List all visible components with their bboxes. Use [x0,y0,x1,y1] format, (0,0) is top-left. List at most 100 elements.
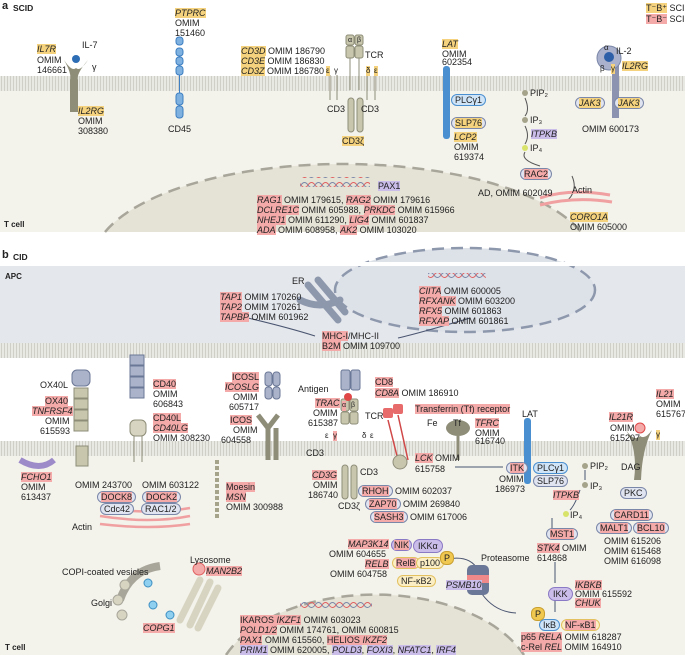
tf-label: Tf [453,418,461,428]
a-dna-icon [300,177,370,187]
b-apc-dna-icon [428,273,486,282]
rag1-gene: RAG1 [257,195,282,205]
b-nucleus-line-3: PAX1 OMIM 615560, HELIOS IKZF2 [240,635,387,645]
b-slp76-node: SLP76 [533,475,569,487]
icosl-icon [264,371,281,400]
itpkb-gene: ITPKB [531,129,558,139]
stk4-gene: STK4 [537,543,560,553]
ptprc-omim: OMIM [175,18,200,28]
cd3g-omim-number: 186740 [308,490,339,500]
apc-nucleus [333,246,597,334]
il2rg-gene-il2r: IL2RG [622,61,649,71]
panel-a-title: SCID [13,3,34,13]
malt1-omim: OMIM 615468 [604,546,662,556]
legend-label: SCID [669,14,685,24]
cd3e-line: CD3E OMIM 186830 [241,56,325,66]
nik-label: NIK [394,540,410,550]
plcg1-node: PLCγ1 [451,94,487,106]
prim1-gene: PRIM1 [240,645,268,655]
ak2-gene: AK2 [340,225,358,235]
b-dna-icon [300,600,372,610]
il2r-alpha: α [604,43,609,52]
ptprc-omim-number: 151460 [175,28,206,38]
icosl-label: ICOSL [232,372,260,382]
omim: OMIM 601863 [444,306,502,316]
b-ip4-label: IP₄ [570,510,583,520]
b-ip3-label: IP₃ [590,481,603,491]
cd40-icon [129,354,145,399]
er-icon [296,276,349,324]
b-lat-label: LAT [522,409,538,419]
mst1-label: MST1 [550,529,575,539]
rac2-omim: AD, OMIM 602049 [478,188,553,198]
il7r-gene: IL7R [37,44,57,54]
msn-omim: OMIM 300988 [226,502,284,512]
cd3-label: CD3 [360,467,379,477]
man2b2-gene: MAN2B2 [206,566,243,576]
bcl10-label: BCL10 [637,523,665,533]
phospho-icon: P [440,551,455,565]
zap70-node: ZAP70 [365,498,401,510]
rfxank-gene: RFXANK [419,296,456,306]
b-tcr-label: TCR [365,411,384,421]
antigen-icon [344,393,352,401]
ikbkb-omim: OMIM 615592 [575,589,633,599]
lysosome-icon [192,562,206,576]
rac2-label: RAC2 [524,169,549,179]
ikka-node: IKKα [413,539,443,553]
il21r-gamma: γ [656,430,660,440]
rag2-gene: RAG2 [346,195,371,205]
jak3-node: JAK3 [614,97,644,109]
ikb-node: IκB [539,619,561,631]
il2rg-omim: OMIM [78,116,103,126]
nfkb1-label: NF-κB1 [565,620,596,630]
b-nucleus-line-2: POLD1/2 OMIM 174761, OMIM 600815 [240,625,399,635]
omim: OMIM 170261 [244,302,302,312]
tapbp-gene: TAPBP [220,312,249,322]
legend-swatch-red: T⁻B⁻ [646,14,668,24]
omim: OMIM 186910 [401,388,459,398]
p65-rela: p65 RELA [521,632,563,642]
cd40l-icon [129,419,147,462]
rac2-node: RAC2 [520,168,553,180]
copi-vesicles-label: COPI-coated vesicles [62,567,149,577]
rfx5-line: RFX5 OMIM 601863 [419,306,502,316]
ip4-label: IP₄ [530,143,543,153]
omim: OMIM 179616 [373,195,431,205]
beta-chain: β [357,37,362,44]
omim: OMIM 618287 [564,632,622,642]
lcp2-omim: OMIM [454,142,479,152]
pip2-label: PIP₂ [530,88,548,98]
cd3z-gene: CD3Z [241,66,265,76]
il7r-receptor-icon [64,60,88,112]
il21r-icon [626,430,652,480]
cd40l-label: CD40L [153,413,182,423]
card11-label: CARD11 [614,510,649,520]
panel-b-title: CID [13,252,28,262]
omim: OMIM 603200 [458,296,516,306]
cd3-label: CD3 [327,104,346,114]
a-tcell-label: T cell [4,220,25,229]
cd45-label: CD45 [168,124,192,134]
jak3-node: JAK3 [575,97,605,109]
omim: OMIM 617006 [410,512,468,522]
rhoh-node: RHOH [358,485,393,497]
mst1-node: MST1 [546,528,579,540]
zap70-line: ZAP70 OMIM 269840 [365,498,461,510]
antigen-label: Antigen [298,384,329,394]
fe-label: Fe [427,418,438,428]
ciita-gene: CIITA [419,286,442,296]
omim: OMIM 103020 [359,225,417,235]
delta-chain: δ [362,431,367,440]
rela-line: p65 RELA OMIM 618287 [521,632,622,642]
jak3-label: JAK3 [579,98,601,108]
relb-label: RelB [396,558,416,568]
dock8-label: DOCK8 [101,492,133,502]
omim: OMIM 269840 [403,499,461,509]
golgi-icon [112,562,161,621]
alpha-chain: α [342,401,347,411]
sash3-label: SASH3 [374,512,404,522]
apc-label: APC [5,272,22,281]
cd8-label: CD8 [375,377,394,387]
b-tcr-complex-icon [340,369,361,500]
